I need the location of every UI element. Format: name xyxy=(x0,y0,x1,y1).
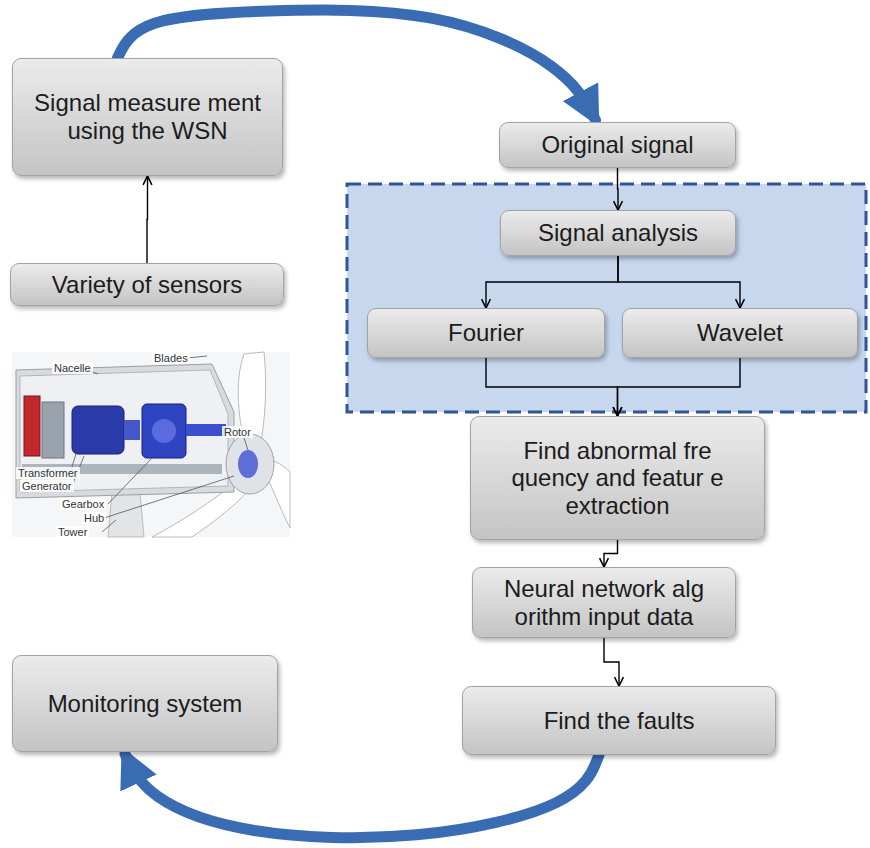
process-box: Original signal xyxy=(499,122,736,168)
connector-line xyxy=(604,540,618,567)
connector-line xyxy=(486,358,618,416)
box-label: Find abnormal fre quency and featur e ex… xyxy=(483,437,752,520)
process-box: Find abnormal fre quency and featur e ex… xyxy=(470,416,765,540)
box-label: Fourier xyxy=(448,319,524,347)
analysis-region xyxy=(347,184,866,412)
process-box: Variety of sensors xyxy=(10,263,284,306)
connector-line xyxy=(486,256,618,308)
part-name: Gearbox xyxy=(60,498,106,510)
connector-line xyxy=(618,358,741,416)
process-box: Signal analysis xyxy=(500,210,736,256)
box-label: Signal analysis xyxy=(538,219,698,247)
connector-line xyxy=(604,638,619,686)
process-box: Monitoring system xyxy=(12,655,278,752)
connector-line xyxy=(146,176,148,263)
box-label: Signal measure ment using the WSN xyxy=(25,89,270,144)
box-label: Original signal xyxy=(541,131,693,159)
process-box: Wavelet xyxy=(622,308,858,358)
box-label: Find the faults xyxy=(544,707,695,735)
part-name: Transformer xyxy=(16,467,80,479)
box-label: Variety of sensors xyxy=(52,271,242,299)
flow-arrow xyxy=(125,754,599,838)
process-box: Fourier xyxy=(367,308,605,358)
connector-line xyxy=(617,168,619,210)
part-name: Blades xyxy=(152,352,190,364)
process-box: Find the faults xyxy=(462,686,776,755)
part-name: Hub xyxy=(82,512,106,524)
process-box: Signal measure ment using the WSN xyxy=(12,58,283,176)
box-label: Wavelet xyxy=(697,319,783,347)
connector-line xyxy=(618,256,740,308)
part-name: Generator xyxy=(20,480,74,492)
part-name: Nacelle xyxy=(52,362,93,374)
box-label: Neural network alg orithm input data xyxy=(485,575,723,630)
part-name: Tower xyxy=(56,526,89,538)
box-label: Monitoring system xyxy=(48,690,243,718)
process-box: Neural network alg orithm input data xyxy=(472,567,736,638)
part-name: Rotor xyxy=(222,426,253,438)
wind-turbine-illustration xyxy=(12,352,290,537)
